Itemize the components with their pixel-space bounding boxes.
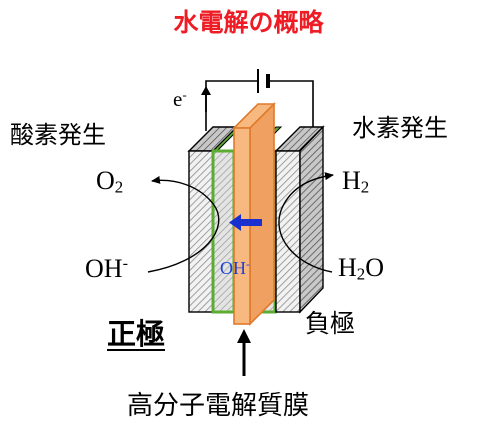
hydroxide-label-center: OH- (220, 258, 250, 278)
hydrogen-generation-label: 水素発生 (352, 114, 448, 142)
external-circuit (201, 69, 314, 131)
hydrogen-path-arrow (278, 172, 334, 273)
reaction-arrows (147, 172, 334, 273)
oxygen-generation-label: 酸素発生 (10, 121, 106, 149)
anode-electrode (187, 126, 239, 313)
h2-label: H2 (342, 166, 370, 197)
page-title: 水電解の概略 (173, 8, 324, 37)
membrane-label: 高分子電解質膜 (127, 391, 310, 421)
polymer-membrane (232, 102, 276, 326)
water-label: H2O (338, 253, 385, 284)
electron-arrow-icon (201, 86, 211, 95)
anode-label: 正極 (107, 317, 166, 351)
oxygen-path-arrow (147, 176, 220, 273)
o2-label: O2 (96, 166, 124, 197)
cathode-label: 負極 (305, 309, 356, 338)
ion-transport-arrow (229, 214, 262, 231)
cathode-electrode (274, 125, 325, 314)
membrane-pointer-arrow (237, 329, 251, 376)
electron-label: e- (173, 87, 187, 112)
hydroxide-label-left: OH- (85, 254, 128, 283)
